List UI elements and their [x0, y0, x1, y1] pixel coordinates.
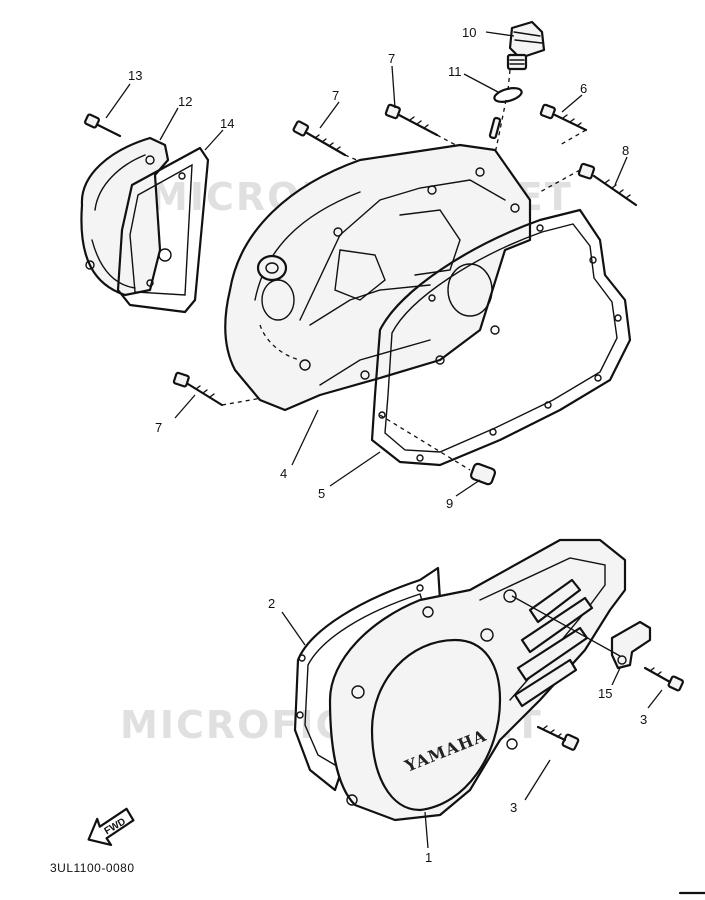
bolt-3-lower: [536, 725, 580, 751]
forward-direction-arrow: FWD: [87, 807, 135, 847]
cover-gasket-5: [370, 208, 632, 467]
callout-7-lower-left: 7: [155, 420, 162, 435]
bolt-6: [539, 103, 588, 132]
bolt-13: [84, 113, 122, 138]
bolt-8: [577, 162, 638, 207]
oil-filler-plug-10: [506, 20, 546, 71]
callout-6: 6: [580, 81, 587, 96]
bolt-7-top-center: [384, 103, 439, 137]
fwd-label: FWD: [103, 816, 128, 837]
alignment-line-dowel-9: [379, 414, 471, 471]
leader-lines: [105, 31, 663, 849]
callout-5: 5: [318, 486, 325, 501]
crankcase-cover-1: YAMAHA: [328, 538, 627, 822]
callout-3-right: 3: [640, 712, 647, 727]
alignment-line-bolt-7c: [221, 397, 263, 406]
callout-2: 2: [268, 596, 275, 611]
clamp-alignment-line: [511, 595, 621, 657]
clamp-15: [610, 620, 652, 670]
small-gasket-14: [116, 146, 210, 314]
callout-3-lower: 3: [510, 800, 517, 815]
callout-14: 14: [220, 116, 234, 131]
callout-10: 10: [462, 25, 476, 40]
o-ring-11: [493, 87, 523, 103]
callout-7-top-center: 7: [388, 51, 395, 66]
alignment-line-bolt-6: [559, 129, 587, 146]
callout-1: 1: [425, 850, 432, 865]
bolt-3-right: [643, 666, 684, 692]
bolt-7-top-left: [292, 120, 347, 157]
callout-13: 13: [128, 68, 142, 83]
callout-9: 9: [446, 496, 453, 511]
diagram-code: 3UL1100-0080: [50, 861, 135, 875]
callout-7-top-left: 7: [332, 88, 339, 103]
callout-12: 12: [178, 94, 192, 109]
callout-8: 8: [622, 143, 629, 158]
dowel-pin-top: [488, 116, 502, 140]
callout-15: 15: [598, 686, 612, 701]
crankcase-cover-4: [224, 143, 532, 412]
dowel-9: [469, 462, 497, 486]
bolt-7-lower-left: [172, 371, 224, 407]
callout-11: 11: [448, 64, 462, 79]
callout-4: 4: [280, 466, 287, 481]
